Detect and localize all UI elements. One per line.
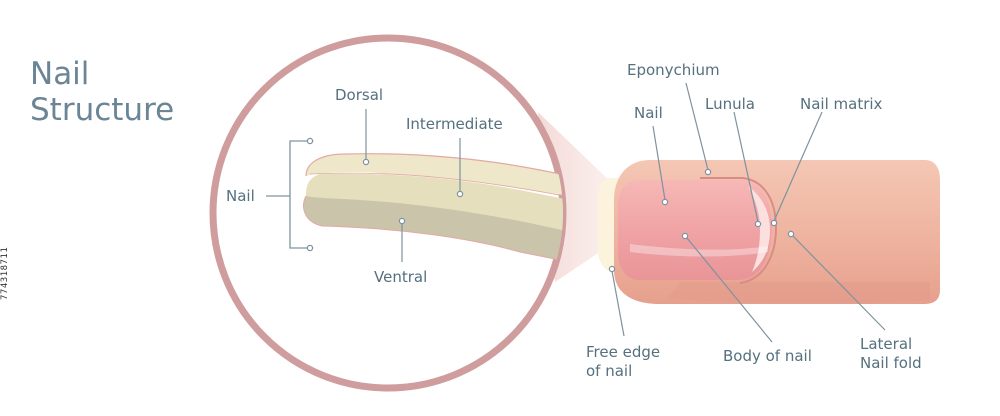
label-lateral-nail-fold-line-1: Lateral bbox=[860, 335, 913, 353]
stock-id: 774318711 bbox=[0, 246, 10, 300]
nail-cross-section bbox=[303, 153, 563, 263]
label-dorsal: Dorsal bbox=[335, 86, 384, 104]
intermediate-layer bbox=[306, 173, 563, 232]
label-nail-matrix: Nail matrix bbox=[800, 95, 883, 113]
nail-plate bbox=[618, 180, 772, 280]
label-ventral: Ventral bbox=[374, 268, 428, 286]
cross-section-leaders bbox=[362, 109, 464, 262]
eponychium-outline bbox=[700, 177, 778, 284]
label-lateral-nail-fold-line-2: Nail fold bbox=[860, 354, 922, 372]
label-lateral-nail-fold: Lateral Nail fold bbox=[860, 335, 922, 373]
label-intermediate: Intermediate bbox=[406, 115, 503, 133]
lunula bbox=[748, 186, 770, 272]
nail-bracket bbox=[266, 137, 314, 252]
label-free-edge-line-2: of nail bbox=[586, 362, 633, 380]
label-eponychium: Eponychium bbox=[627, 61, 720, 79]
finger bbox=[598, 160, 940, 304]
dorsal-outline bbox=[305, 153, 563, 177]
finger-leaders bbox=[608, 82, 886, 343]
nail-highlight bbox=[630, 244, 768, 257]
label-body-of-nail: Body of nail bbox=[723, 347, 812, 365]
layer-divider bbox=[309, 172, 563, 198]
title-line-1: Nail bbox=[30, 56, 90, 92]
title-line-2: Structure bbox=[30, 92, 175, 128]
label-lunula: Lunula bbox=[705, 95, 755, 113]
label-free-edge: Free edge of nail bbox=[586, 343, 660, 381]
ventral-outline bbox=[303, 195, 563, 263]
diagram-title: Nail Structure bbox=[30, 56, 174, 128]
label-nail: Nail bbox=[634, 104, 663, 122]
label-free-edge-line-1: Free edge bbox=[586, 343, 661, 361]
label-nail-bracket: Nail bbox=[226, 187, 255, 205]
lateral-fold-shade bbox=[668, 282, 930, 303]
